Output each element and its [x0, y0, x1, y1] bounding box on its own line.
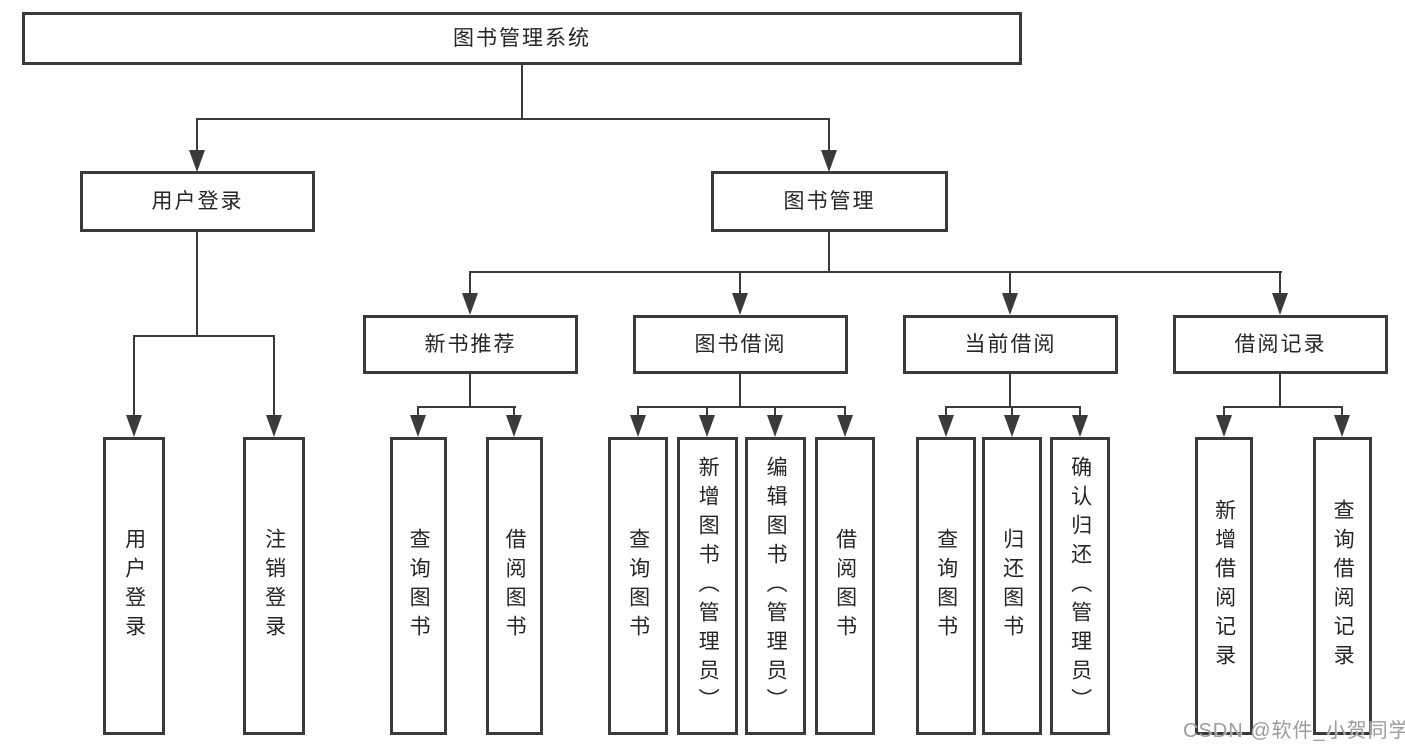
connector-line: [196, 118, 198, 152]
leaf-user-login: 用户登录: [103, 437, 165, 735]
arrowhead-down-icon: [189, 150, 205, 172]
connector-line: [739, 271, 741, 295]
connector-line: [1279, 373, 1281, 408]
node-library-system: 图书管理系统: [22, 12, 1022, 65]
connector-line: [706, 406, 708, 417]
node-current-borrow: 当前借阅: [903, 315, 1118, 374]
connector-line: [1079, 406, 1081, 417]
connector-line: [1009, 271, 1011, 295]
node-book-borrow: 图书借阅: [633, 315, 848, 374]
connector-line: [1279, 271, 1281, 295]
connector-line: [417, 406, 516, 408]
arrowhead-down-icon: [938, 415, 954, 437]
connector-line: [469, 271, 1282, 273]
arrowhead-down-icon: [630, 415, 646, 437]
leaf-query-books-recommend: 查询图书: [390, 437, 447, 735]
connector-line: [1009, 373, 1011, 408]
connector-line: [828, 231, 830, 273]
leaf-query-books-borrow: 查询图书: [608, 437, 668, 735]
connector-line: [273, 335, 275, 417]
connector-line: [945, 406, 947, 417]
arrowhead-down-icon: [1004, 415, 1020, 437]
connector-line: [521, 64, 523, 120]
leaf-logout: 注销登录: [243, 437, 305, 735]
connector-line: [196, 231, 198, 337]
connector-line: [844, 406, 846, 417]
csdn-watermark: CSDN @软件_小贺同学: [1183, 720, 1405, 742]
arrowhead-down-icon: [410, 415, 426, 437]
connector-line: [637, 406, 846, 408]
leaf-query-borrow-record: 查询借阅记录: [1313, 437, 1372, 735]
arrowhead-down-icon: [506, 415, 522, 437]
arrowhead-down-icon: [126, 415, 142, 437]
leaf-add-borrow-record: 新增借阅记录: [1195, 437, 1253, 735]
connector-line: [133, 335, 275, 337]
connector-line: [417, 406, 419, 417]
arrowhead-down-icon: [1272, 293, 1288, 315]
connector-line: [828, 118, 830, 152]
connector-line: [1223, 406, 1225, 417]
arrowhead-down-icon: [767, 415, 783, 437]
node-borrow-records: 借阅记录: [1173, 315, 1388, 374]
arrowhead-down-icon: [837, 415, 853, 437]
connector-line: [637, 406, 639, 417]
arrowhead-down-icon: [462, 293, 478, 315]
leaf-query-books-current: 查询图书: [916, 437, 976, 735]
connector-line: [739, 373, 741, 408]
node-user-login: 用户登录: [80, 171, 315, 232]
connector-line: [469, 271, 471, 295]
connector-line: [133, 335, 135, 417]
arrowhead-down-icon: [1002, 293, 1018, 315]
arrowhead-down-icon: [266, 415, 282, 437]
leaf-add-books-admin: 新增图书（管理员）: [677, 437, 738, 735]
leaf-confirm-return-admin: 确认归还（管理员）: [1050, 437, 1110, 735]
arrowhead-down-icon: [699, 415, 715, 437]
leaf-borrow-books-recommend: 借阅图书: [486, 437, 543, 735]
connector-line: [774, 406, 776, 417]
node-book-management: 图书管理: [711, 171, 948, 232]
arrowhead-down-icon: [1334, 415, 1350, 437]
connector-line: [1011, 406, 1013, 417]
arrowhead-down-icon: [1072, 415, 1088, 437]
connector-line: [469, 373, 471, 408]
arrowhead-down-icon: [732, 293, 748, 315]
connector-line: [1223, 406, 1343, 408]
connector-line: [513, 406, 515, 417]
connector-line: [196, 118, 830, 120]
arrowhead-down-icon: [821, 150, 837, 172]
connector-line: [1341, 406, 1343, 417]
connector-line: [945, 406, 1081, 408]
leaf-borrow-books: 借阅图书: [815, 437, 875, 735]
leaf-return-books: 归还图书: [982, 437, 1042, 735]
arrowhead-down-icon: [1216, 415, 1232, 437]
node-new-book-recommend: 新书推荐: [363, 315, 578, 374]
leaf-edit-books-admin: 编辑图书（管理员）: [745, 437, 806, 735]
